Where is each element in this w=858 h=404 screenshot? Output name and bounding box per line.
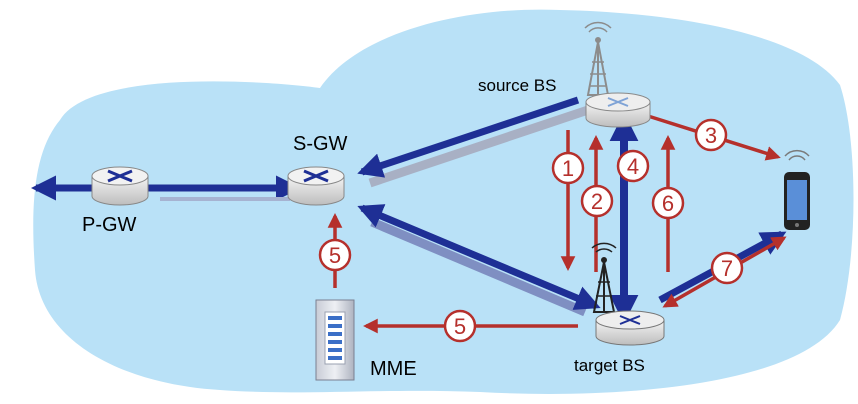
step-1-marker: 1	[551, 151, 585, 185]
source-bs-label: source BS	[478, 76, 557, 95]
source-bs-icon	[584, 21, 651, 128]
pgw-router-icon	[91, 166, 149, 206]
step-4-marker: 4	[616, 149, 650, 183]
sgw-source-link	[357, 96, 580, 178]
sgw-target-link	[357, 204, 601, 310]
step-7-marker: 7	[710, 251, 744, 285]
step-5-sgw-number: 5	[329, 243, 341, 268]
step-5-sgw-marker: 5	[318, 238, 352, 272]
network-cloud	[33, 9, 854, 394]
target-bs-label: target BS	[574, 356, 645, 375]
sgw-label: S-GW	[293, 133, 348, 155]
step-3-number: 3	[705, 123, 717, 148]
step-2-number: 2	[591, 189, 603, 214]
step-1-number: 1	[562, 156, 574, 181]
sgw-source-link-shadow	[368, 105, 590, 188]
step-6-marker: 6	[651, 186, 685, 220]
pgw-label: P-GW	[82, 214, 137, 236]
sgw-router-icon	[287, 166, 345, 206]
target-bs-icon	[591, 242, 665, 346]
step-2-marker: 2	[580, 184, 614, 218]
step-5-mme-marker: 5	[443, 309, 477, 343]
mme-server-icon	[315, 299, 355, 381]
mme-label: MME	[370, 358, 417, 380]
step-3-marker: 3	[694, 118, 728, 152]
smartphone-icon	[784, 149, 810, 230]
step-7-number: 7	[721, 256, 733, 281]
step-4-number: 4	[627, 154, 639, 179]
step-5-mme-number: 5	[454, 314, 466, 339]
step-6-number: 6	[662, 191, 674, 216]
